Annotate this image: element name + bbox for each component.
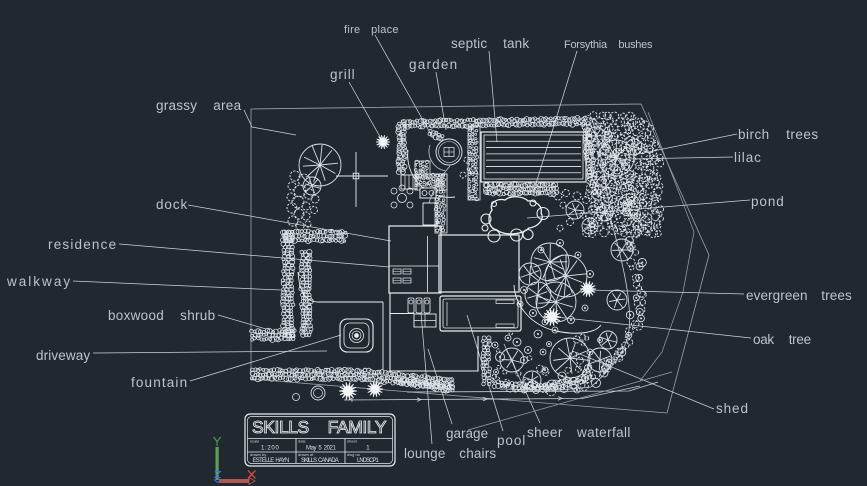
svg-text:sheer waterfall: sheer waterfall (527, 425, 631, 440)
svg-text:ESTELLE HAYN: ESTELLE HAYN (253, 458, 290, 464)
svg-text:drawn at: drawn at (298, 452, 314, 457)
svg-text:lounge chairs: lounge chairs (404, 446, 497, 461)
svg-text:shed: shed (716, 401, 749, 416)
svg-text:pool: pool (497, 433, 526, 448)
svg-text:boxwood shrub: boxwood shrub (108, 308, 216, 323)
svg-text:septic tank: septic tank (451, 36, 530, 51)
svg-text:birch trees: birch trees (738, 127, 819, 142)
svg-text:evergreen trees: evergreen trees (746, 288, 852, 303)
svg-text:dock: dock (156, 197, 188, 212)
svg-text:garden: garden (409, 57, 458, 72)
svg-text:pond: pond (751, 194, 785, 209)
svg-text:date: date (298, 439, 307, 444)
svg-text:LNDSCP1: LNDSCP1 (357, 458, 379, 464)
svg-text:grill: grill (330, 67, 356, 82)
svg-text:walkway: walkway (6, 274, 71, 289)
svg-text:garage: garage (446, 426, 489, 441)
svg-text:Forsythia bushes: Forsythia bushes (564, 39, 653, 51)
svg-text:grassy area: grassy area (156, 98, 242, 113)
svg-text:driveway: driveway (36, 348, 91, 363)
svg-text:fire place: fire place (344, 24, 399, 36)
svg-text:drawn by: drawn by (250, 452, 266, 457)
svg-text:lilac: lilac (734, 150, 762, 165)
svg-text:SKILLS FAMILY: SKILLS FAMILY (252, 417, 389, 437)
svg-text:May 5 2021: May 5 2021 (306, 446, 336, 452)
svg-text:SKILLS CANADA: SKILLS CANADA (301, 458, 339, 464)
svg-text:scale: scale (250, 439, 260, 444)
svg-text:sheet: sheet (347, 439, 358, 444)
svg-text:residence: residence (48, 237, 117, 252)
svg-text:dwg no: dwg no (347, 452, 361, 457)
svg-text:fountain: fountain (131, 375, 188, 390)
svg-text:oak tree: oak tree (753, 332, 812, 347)
svg-text:1: 1 (366, 446, 370, 452)
svg-text:1:200: 1:200 (261, 446, 279, 452)
